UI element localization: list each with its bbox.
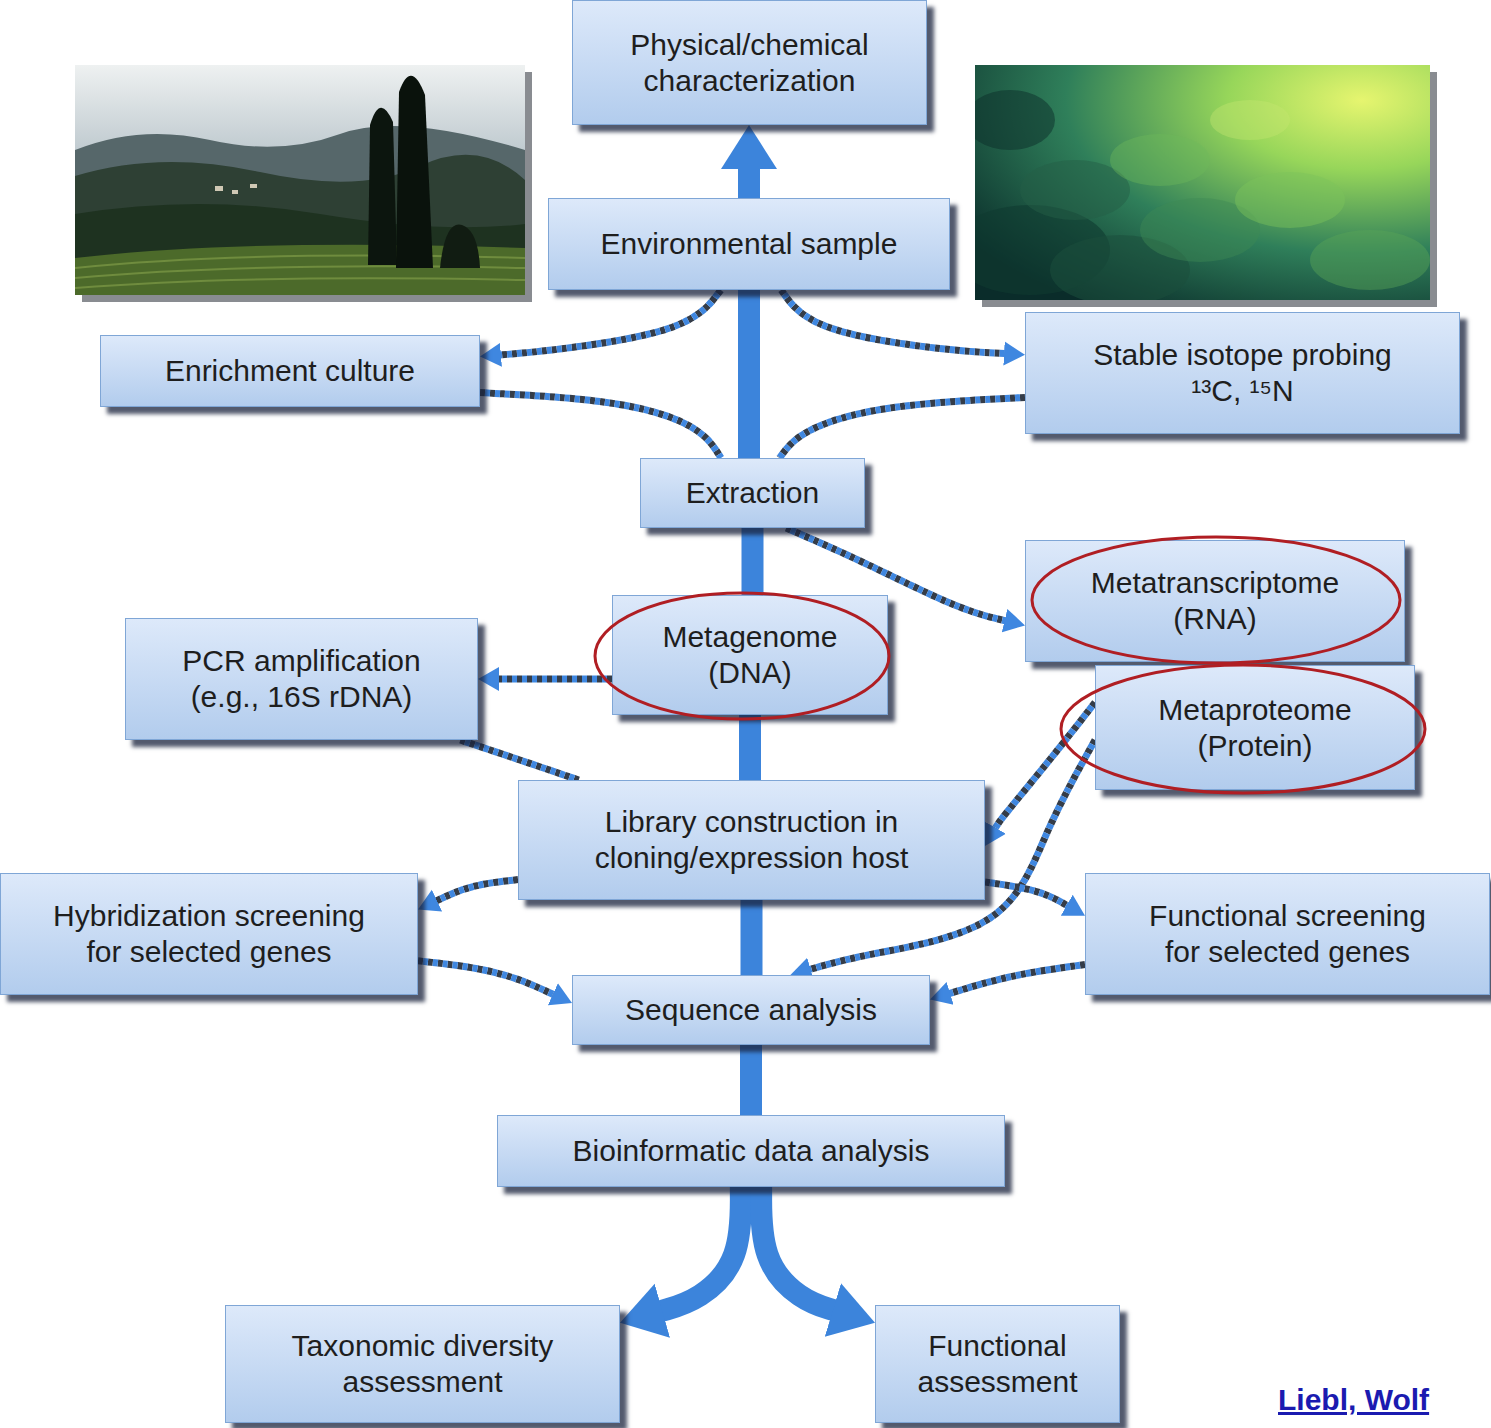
dotted-flow-line xyxy=(949,965,1085,994)
flow-connector xyxy=(949,965,1085,994)
flow-connector xyxy=(418,961,554,995)
box-text: Metaproteome (Protein) xyxy=(1115,692,1395,764)
box-text: Stable isotope probing xyxy=(1093,337,1392,373)
process-box: Taxonomic diversity assessment xyxy=(225,1305,620,1423)
box-text: Bioinformatic data analysis xyxy=(573,1133,930,1169)
flow-connector xyxy=(436,880,518,901)
flow-connector xyxy=(498,679,612,680)
main-flow-arrow xyxy=(740,1045,762,1115)
box-text: Hybridization screening for selected gen… xyxy=(37,898,382,970)
flow-connector xyxy=(781,290,1005,354)
highlight-ellipse xyxy=(595,593,889,719)
process-box: Metagenome (DNA) xyxy=(612,595,888,715)
dotted-flow-line xyxy=(780,397,1026,458)
process-box: PCR amplification (e.g., 16S rDNA) xyxy=(125,618,478,740)
flow-connector xyxy=(460,740,578,780)
flow-connector xyxy=(780,397,1026,458)
main-flow-arrow xyxy=(738,167,760,198)
dotted-flow-line xyxy=(781,290,1005,354)
highlight-ellipse xyxy=(1032,537,1400,663)
flow-connector xyxy=(751,1045,752,1115)
flow-connector xyxy=(749,167,750,198)
citation-link: Liebl, Wolf xyxy=(1278,1382,1429,1418)
process-box: Physical/chemical characterization xyxy=(572,0,927,125)
flow-connector xyxy=(752,528,753,595)
dotted-flow-line xyxy=(780,397,1026,458)
flow-connector xyxy=(751,900,752,975)
dotted-flow-line xyxy=(480,393,721,458)
dotted-flow-line xyxy=(436,880,518,901)
underwater-photo xyxy=(950,65,1437,307)
dotted-flow-line xyxy=(500,290,721,355)
dotted-flow-line xyxy=(949,965,1085,994)
flow-connector xyxy=(750,715,751,780)
main-flow-arrow xyxy=(741,900,763,975)
box-text: Extraction xyxy=(686,475,819,511)
box-text: Functional assessment xyxy=(898,1328,1098,1400)
flow-connector xyxy=(749,290,750,458)
box-text: Functional screening for selected genes xyxy=(1138,898,1438,970)
process-box: Hybridization screening for selected gen… xyxy=(0,873,418,995)
dotted-flow-line xyxy=(436,880,518,901)
dotted-flow-line xyxy=(498,676,612,683)
flow-connector xyxy=(761,1187,835,1311)
dotted-flow-line xyxy=(460,740,578,780)
dotted-flow-line xyxy=(418,961,554,995)
highlight-ellipse xyxy=(1061,665,1425,793)
flow-connector xyxy=(660,1187,740,1311)
dotted-flow-line xyxy=(418,961,554,995)
process-box: Bioinformatic data analysis xyxy=(497,1115,1005,1187)
process-box: Enrichment culture xyxy=(100,335,480,407)
box-text: Physical/chemical characterization xyxy=(600,27,900,99)
dotted-flow-line xyxy=(985,882,1068,906)
process-box: Metatranscriptome (RNA) xyxy=(1025,540,1405,662)
dotted-flow-line xyxy=(500,290,721,355)
box-text: Metagenome (DNA) xyxy=(650,619,850,691)
process-box: Metaproteome (Protein) xyxy=(1095,665,1415,790)
box-text: ¹³C, ¹⁵N xyxy=(1191,373,1293,409)
box-text: Sequence analysis xyxy=(625,992,877,1028)
box-text: Enrichment culture xyxy=(165,353,415,389)
box-text: Library construction in cloning/expressi… xyxy=(542,804,962,876)
flow-connector xyxy=(500,290,721,355)
main-flow-arrow xyxy=(660,1187,740,1311)
box-text: Metatranscriptome (RNA) xyxy=(1055,565,1375,637)
flow-connector xyxy=(985,882,1068,906)
flow-connector xyxy=(480,393,721,458)
main-flow-arrow xyxy=(742,528,764,595)
process-box: Environmental sample xyxy=(548,198,950,290)
process-box: Extraction xyxy=(640,458,865,528)
process-box: Sequence analysis xyxy=(572,975,930,1045)
dotted-flow-line xyxy=(498,676,612,683)
dotted-flow-line xyxy=(985,882,1068,906)
main-flow-arrow xyxy=(738,290,760,458)
landscape-photo xyxy=(75,65,532,302)
process-box: Functional assessment xyxy=(875,1305,1120,1423)
process-box: Stable isotope probing¹³C, ¹⁵N xyxy=(1025,312,1460,434)
box-text: Taxonomic diversity assessment xyxy=(263,1328,583,1400)
main-flow-arrow xyxy=(761,1187,835,1311)
dotted-flow-line xyxy=(460,740,578,780)
dotted-flow-line xyxy=(781,290,1005,354)
box-text: Environmental sample xyxy=(601,226,898,262)
process-box: Functional screening for selected genes xyxy=(1085,873,1490,995)
dotted-flow-line xyxy=(480,393,721,458)
box-text: PCR amplification (e.g., 16S rDNA) xyxy=(152,643,452,715)
main-flow-arrow xyxy=(739,715,761,780)
process-box: Library construction in cloning/expressi… xyxy=(518,780,985,900)
